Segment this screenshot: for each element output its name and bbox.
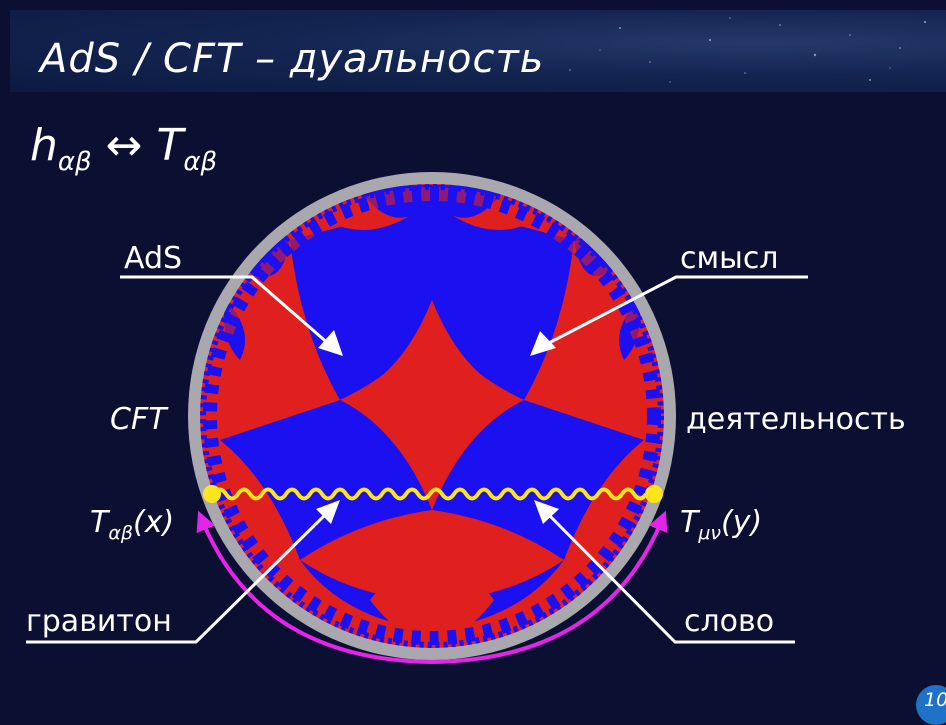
- label-slovo: слово: [684, 604, 775, 639]
- ads-pointer-line: [120, 275, 331, 347]
- t-right-sub: μν: [698, 522, 722, 544]
- right-endpoint-dot: [645, 485, 663, 503]
- label-t-right: Tμν(y): [680, 505, 762, 544]
- label-graviton: гравитон: [26, 604, 172, 639]
- slovo-arrowhead-icon: [534, 500, 559, 524]
- label-ads: AdS: [124, 241, 183, 276]
- t-right-arg: (y): [721, 505, 763, 540]
- graviton-arrowhead-icon: [316, 500, 340, 524]
- left-endpoint-dot: [203, 485, 221, 503]
- wavy-graviton-line: [203, 485, 663, 503]
- smysl-pointer-line: [544, 275, 808, 347]
- label-deyatelnost: деятельность: [686, 402, 906, 437]
- formula-t: T: [156, 120, 184, 171]
- magenta-arc-arrow: [196, 510, 668, 665]
- label-cft: CFT: [110, 402, 167, 437]
- label-smysl: смысл: [680, 241, 779, 276]
- page-number-badge: 10: [916, 685, 946, 725]
- t-right-symbol: T: [680, 505, 699, 540]
- graviton-pointer-line: [26, 510, 330, 644]
- ads-arrowhead-icon: [318, 330, 343, 356]
- smysl-arrowhead-icon: [530, 331, 556, 356]
- t-left-symbol: T: [90, 505, 109, 540]
- title-bar: AdS / CFT – дуальность: [10, 10, 946, 92]
- formula-arrow: ↔: [105, 120, 143, 171]
- page-title: AdS / CFT – дуальность: [40, 36, 545, 82]
- duality-formula: hαβ ↔ Tαβ: [30, 120, 217, 177]
- pointer-arrows: [26, 275, 808, 644]
- starfield-icon: [569, 17, 927, 83]
- formula-h: h: [30, 120, 58, 171]
- t-left-sub: αβ: [108, 522, 133, 544]
- page-number: 10: [924, 689, 946, 711]
- formula-h-sub: αβ: [57, 146, 92, 177]
- label-t-left: Tαβ(x): [90, 505, 174, 544]
- slovo-pointer-line: [544, 510, 795, 644]
- formula-t-sub: αβ: [183, 146, 218, 177]
- t-left-arg: (x): [132, 505, 175, 540]
